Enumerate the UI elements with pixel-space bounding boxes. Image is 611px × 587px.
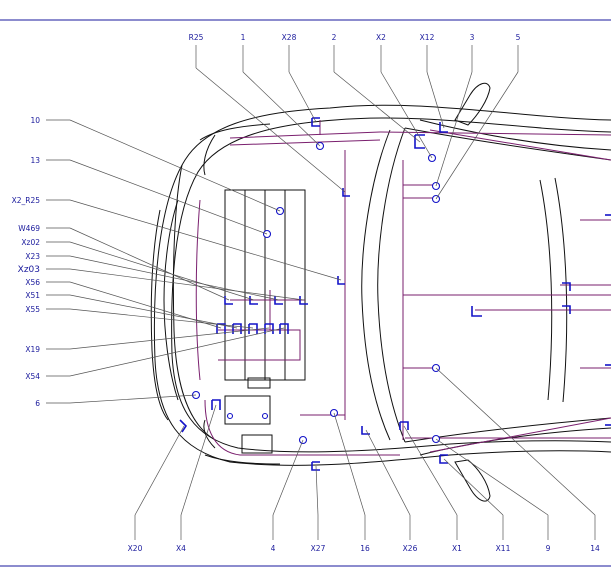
label-10: 10 bbox=[30, 116, 40, 125]
label-x27: X27 bbox=[311, 544, 326, 553]
label-x12: X12 bbox=[420, 33, 435, 42]
wiring-harness bbox=[195, 120, 611, 456]
label-r25: R25 bbox=[189, 33, 204, 42]
label-1: 1 bbox=[241, 33, 246, 42]
label-x11: X11 bbox=[496, 544, 511, 553]
label-x51: X51 bbox=[25, 291, 40, 300]
label-4: 4 bbox=[271, 544, 276, 553]
leader-lines bbox=[46, 45, 596, 540]
bottom-labels: X20 X4 4 X27 16 X26 X1 X11 9 14 bbox=[128, 544, 600, 553]
label-13: 13 bbox=[30, 156, 40, 165]
label-9: 9 bbox=[546, 544, 551, 553]
top-labels: R25 1 X28 2 X2 X12 3 5 bbox=[189, 33, 521, 42]
label-w469: W469 bbox=[18, 224, 40, 233]
label-2: 2 bbox=[332, 33, 337, 42]
label-x28: X28 bbox=[282, 33, 297, 42]
label-3: 3 bbox=[470, 33, 475, 42]
label-xz03: Xz03 bbox=[18, 265, 40, 275]
label-14: 14 bbox=[590, 544, 600, 553]
left-labels: 10 13 X2_R25 W469 Xz02 X23 Xz03 X56 X51 … bbox=[12, 116, 41, 408]
label-x56: X56 bbox=[25, 278, 40, 287]
label-x2: X2 bbox=[376, 33, 386, 42]
label-x55: X55 bbox=[25, 305, 40, 314]
label-5: 5 bbox=[516, 33, 521, 42]
engine-bay-components bbox=[224, 189, 306, 454]
label-x26: X26 bbox=[403, 544, 418, 553]
label-x54: X54 bbox=[25, 372, 40, 381]
label-6: 6 bbox=[35, 399, 40, 408]
label-x2-r25: X2_R25 bbox=[12, 196, 41, 205]
label-xz02: Xz02 bbox=[21, 238, 40, 247]
label-x23: X23 bbox=[25, 252, 40, 261]
label-16: 16 bbox=[360, 544, 370, 553]
label-x19: X19 bbox=[25, 345, 40, 354]
label-x20: X20 bbox=[128, 544, 143, 553]
label-x4: X4 bbox=[176, 544, 186, 553]
label-x1: X1 bbox=[452, 544, 462, 553]
